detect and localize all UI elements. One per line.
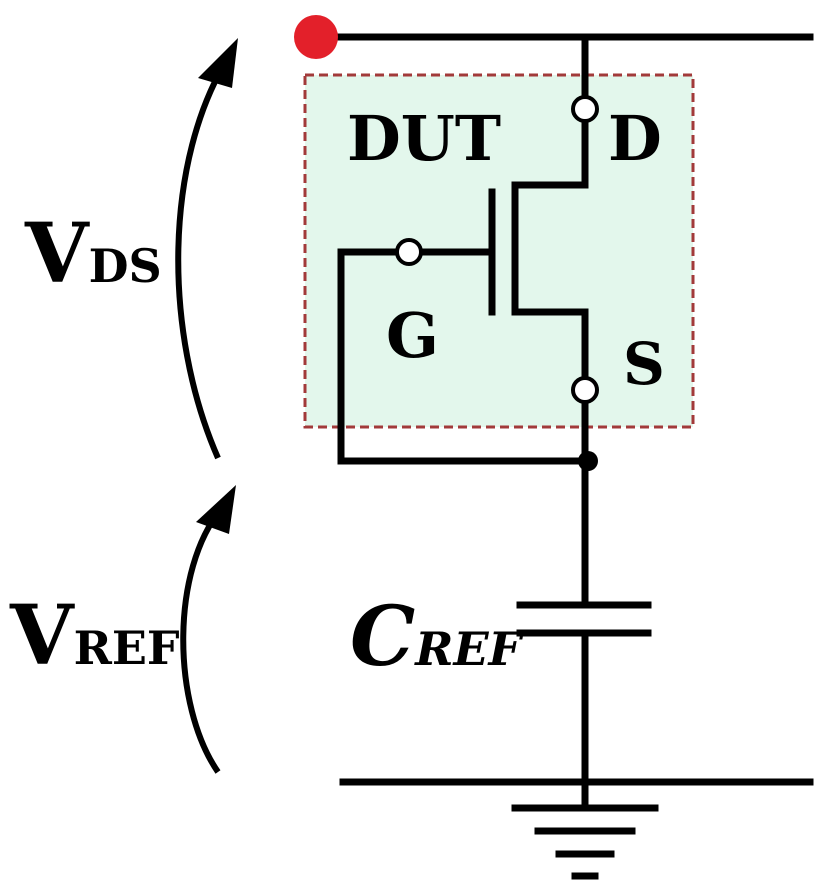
gate-terminal	[395, 238, 423, 266]
vds-arrow-head	[198, 38, 238, 88]
vref-label: VREF	[9, 588, 180, 684]
positive-terminal-dot	[294, 15, 338, 59]
ground-icon	[511, 778, 659, 880]
dut-label: DUT	[347, 102, 501, 175]
cref-label: CREF	[350, 589, 525, 685]
cref-sub: REF	[413, 622, 524, 676]
cref-main: C	[350, 589, 415, 685]
gate-source-loop	[337, 248, 589, 465]
vref-arrow-head	[196, 485, 236, 534]
vref-main: V	[9, 588, 75, 684]
drain-terminal	[571, 95, 599, 123]
vref-arrow	[180, 506, 225, 774]
vds-main: V	[24, 206, 90, 302]
drain-label: D	[608, 102, 662, 175]
vds-label: VDS	[24, 206, 162, 302]
source-label: S	[623, 330, 665, 398]
source-terminal	[571, 376, 599, 404]
gate-label: G	[386, 299, 439, 372]
vref-sub: REF	[74, 621, 180, 675]
vds-sub: DS	[89, 239, 162, 293]
vds-arrow	[175, 53, 231, 460]
drain-channel-connector	[511, 181, 589, 316]
